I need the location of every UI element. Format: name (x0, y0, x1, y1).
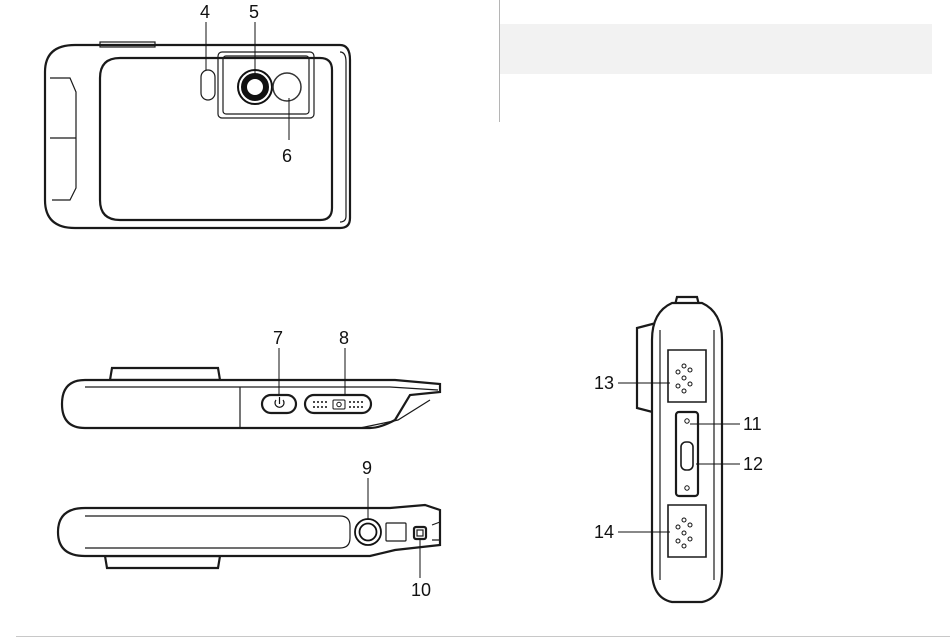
speaker-grille-top (668, 350, 706, 402)
callout-14: 14 (594, 522, 614, 542)
callout-11: 11 (743, 414, 762, 434)
usb-c-port-icon[interactable] (681, 442, 693, 470)
optical-lens (273, 73, 301, 101)
side-view (637, 297, 722, 602)
top-view (62, 368, 440, 428)
speaker-grille-bottom (668, 505, 706, 557)
callout-4: 4 (200, 2, 210, 22)
callout-7: 7 (273, 328, 283, 348)
callout-6: 6 (282, 146, 292, 166)
camera-icon (333, 400, 345, 409)
bottom-view (58, 505, 440, 568)
lanyard-hole (414, 527, 426, 539)
callout-13: 13 (594, 373, 614, 393)
callout-10: 10 (411, 580, 431, 600)
callout-12: 12 (743, 454, 763, 474)
rear-view (45, 42, 350, 228)
callout-5: 5 (249, 2, 259, 22)
callout-9: 9 (362, 458, 372, 478)
callout-8: 8 (339, 328, 349, 348)
